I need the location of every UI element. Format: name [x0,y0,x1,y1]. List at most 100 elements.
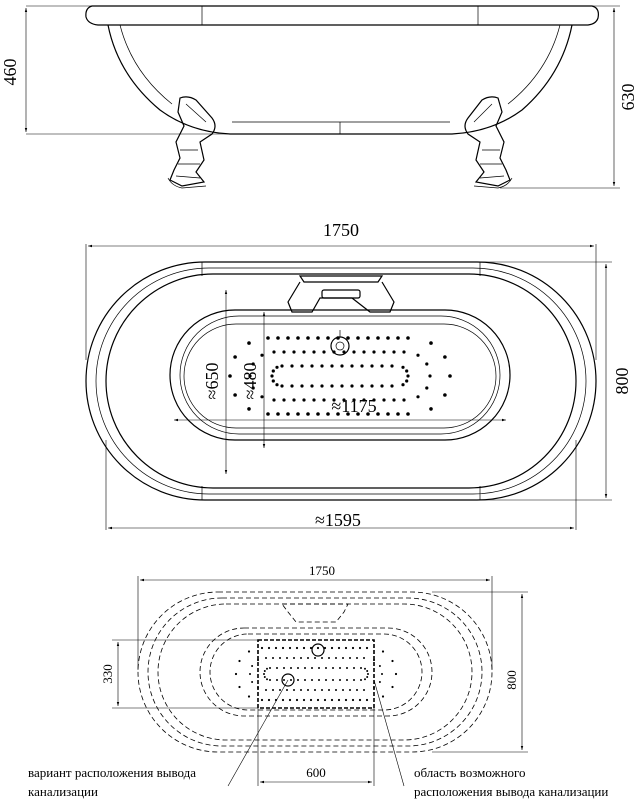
jet-dot [360,384,364,388]
jet-dot [286,689,288,691]
jet-dot [381,650,385,653]
jet-dot [342,350,346,354]
jet-dot [330,384,334,388]
jet-dot [247,695,251,698]
jet-dot [307,657,309,659]
jet-dot [425,386,429,390]
jet-dot [249,673,251,675]
jet-dot [263,673,265,675]
jet-dot [402,398,406,402]
jet-dot [392,350,396,354]
dim-650-label: ≈650 [202,363,222,400]
jet-dot [257,686,259,689]
jet-dot [352,398,356,402]
jet-dot [320,364,324,368]
jet-dot [266,678,268,681]
jet-dot [260,646,264,650]
drain-inner [335,341,345,351]
jet-dot [325,679,327,681]
jet-dot [300,364,304,368]
drain-top-circle [311,643,325,657]
jet-dot [360,667,362,669]
drain-faucet [281,603,349,623]
jet-dot [356,412,360,416]
jet-dot [312,398,316,402]
jet-dot [392,398,396,402]
jet-dot [360,364,364,368]
hydro-jets-drain [234,646,398,702]
jet-dot [272,657,274,659]
drain-rim-2 [147,597,483,747]
jet-dot [416,353,420,357]
basin-floor [183,323,497,429]
jet-dot [378,665,381,667]
jet-dot [281,646,285,650]
jet-dot [429,407,433,411]
right-claw-foot [464,96,513,189]
jet-dot [247,407,251,411]
jet-dot [382,350,386,354]
jet-dot [396,336,400,340]
jet-dot [310,384,314,388]
jet-dot [346,336,350,340]
drain-dim-800-label: 800 [504,670,519,690]
top-rim-inner-edge [95,267,587,495]
jet-dot [358,698,362,702]
side-body [107,24,573,135]
jet-dot [406,374,410,378]
dim-800-label: 800 [612,368,632,395]
jet-dot [335,657,337,659]
jet-dot [322,398,326,402]
jet-dot [339,667,341,669]
dim-1750-label: 1750 [323,220,359,240]
jet-dot [307,689,309,691]
jet-dot [296,336,300,340]
drain-dim-600-label: 600 [306,765,326,780]
jet-dot [406,336,410,340]
jet-dot [302,698,306,702]
jet-dot [326,336,330,340]
jet-dot [311,679,313,681]
jet-dot [332,350,336,354]
jet-dot [233,355,237,359]
jet-dot [309,646,313,650]
jet-dot [260,395,264,399]
dim-480-label: ≈480 [240,363,260,400]
jet-dot [394,672,398,676]
hydro-jets-top [228,336,452,416]
jet-dot [295,646,299,650]
jet-dot [316,412,320,416]
jet-dot [364,678,366,681]
jet-dot [302,646,306,650]
jet-dot [373,659,375,662]
jet-dot [428,374,432,378]
jet-dot [292,350,296,354]
jet-dot [228,374,232,378]
jet-dot [248,374,252,378]
jet-dot [339,679,341,681]
jet-dot [234,672,238,676]
jet-dot [321,689,323,691]
jet-dot [360,679,362,681]
jet-dot [382,398,386,402]
jet-dot [370,364,374,368]
jet-dot [401,365,405,369]
leader-right [373,679,405,787]
jet-dot [316,698,320,702]
drain-basin-inner [209,633,423,711]
jet-dot [380,364,384,368]
jet-dot [310,364,314,368]
label-left-line1: вариант расположения вывода [28,765,196,780]
jet-dot [353,667,355,669]
jet-dot [325,667,327,669]
jet-dot [274,646,278,650]
jet-dot [390,384,394,388]
jet-dot [405,369,409,373]
jet-dot [276,336,280,340]
jet-dot [386,412,390,416]
jet-dot [373,686,375,689]
jet-dot [366,412,370,416]
jet-dot [353,679,355,681]
jet-dot [306,412,310,416]
